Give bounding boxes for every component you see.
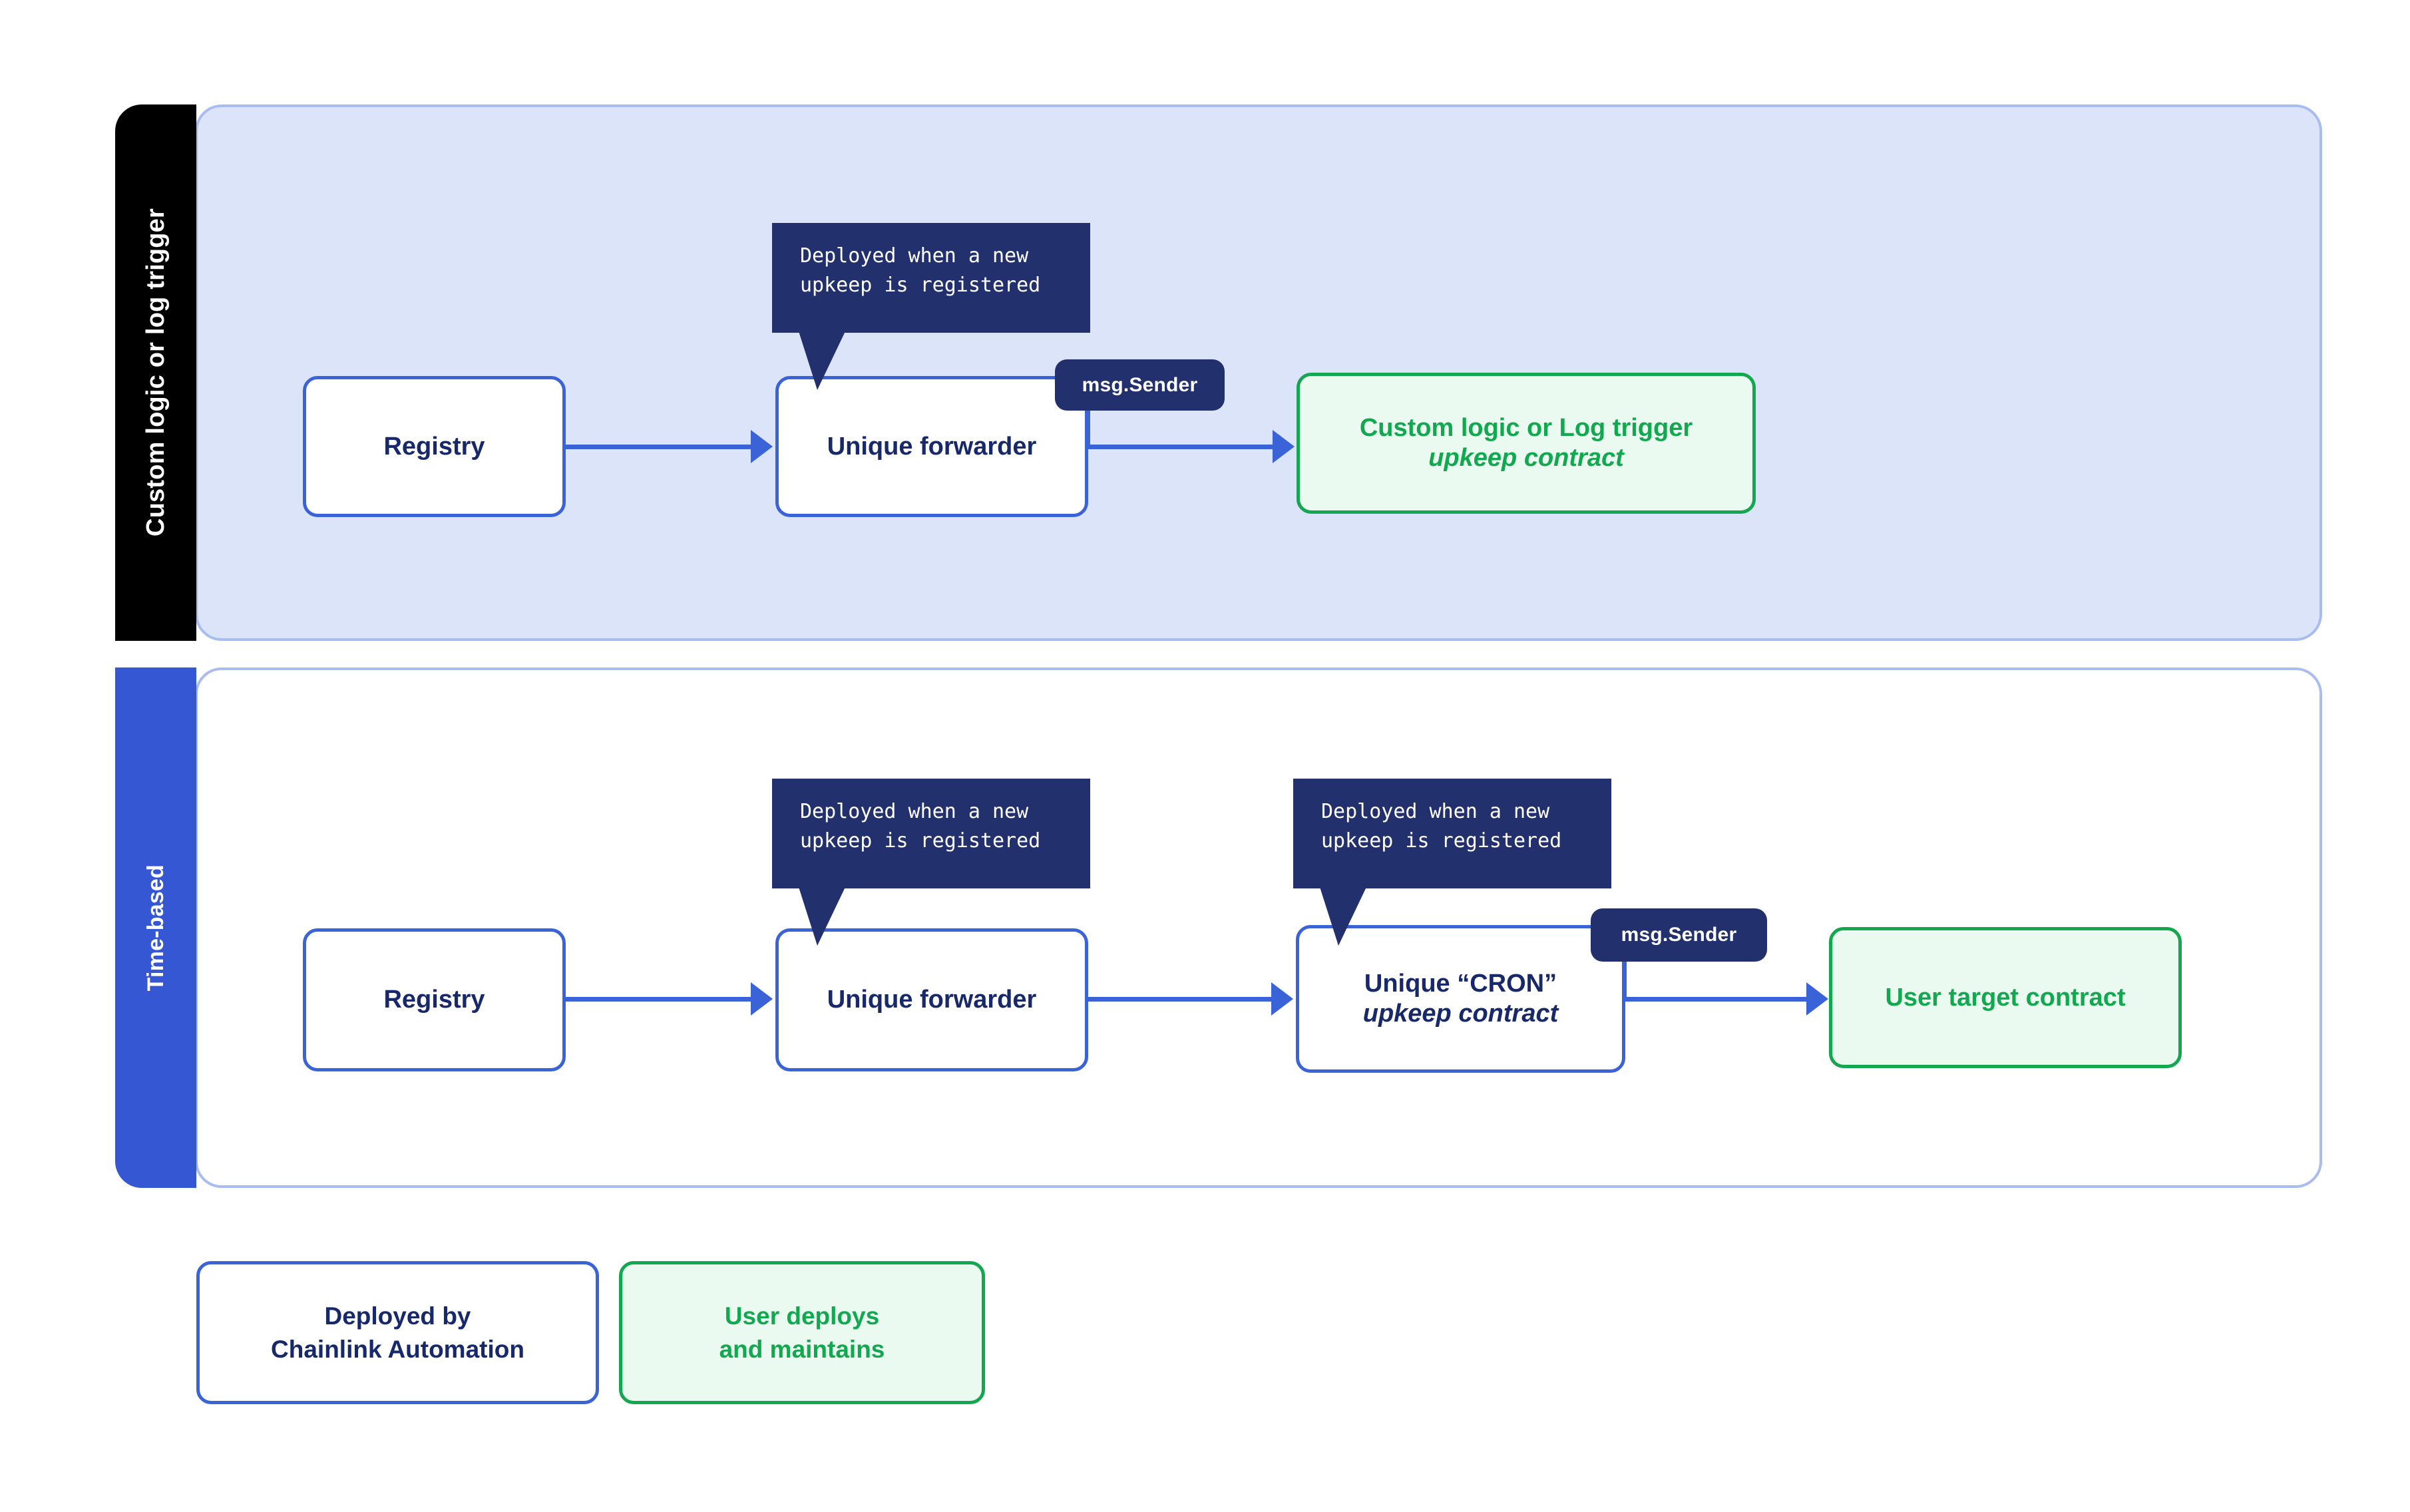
callout-row2-forwarder-line1: Deployed when a new [800, 800, 1029, 823]
connector-registry-to-forwarder-row2 [566, 997, 755, 1002]
node-registry-row2[interactable]: Registry [303, 928, 566, 1071]
row-tab-custom-logic: Custom logic or log trigger [115, 104, 196, 641]
legend-deployed-by-chainlink: Deployed by Chainlink Automation [196, 1261, 599, 1404]
callout-row1-line1: Deployed when a new [800, 244, 1029, 268]
connector-cron-to-target-row2 [1622, 997, 1812, 1002]
node-unique-cron-upkeep-row2-line2: upkeep contract [1362, 1000, 1559, 1028]
panel-custom-logic [195, 104, 2322, 641]
row-tab-time-based: Time-based [115, 667, 196, 1188]
node-unique-forwarder-row2-label: Unique forwarder [827, 986, 1037, 1014]
node-user-target-contract-row2-label: User target contract [1885, 983, 2126, 1012]
row-tab-custom-logic-label: Custom logic or log trigger [141, 208, 170, 537]
legend-user-deploys-line2: and maintains [719, 1335, 885, 1363]
callout-row2-cron-line1: Deployed when a new [1321, 800, 1550, 823]
node-unique-forwarder-row1-label: Unique forwarder [827, 432, 1037, 461]
node-unique-cron-upkeep-row2-line1: Unique “CRON” [1364, 970, 1557, 998]
badge-msg-sender-row2-label: msg.Sender [1621, 924, 1737, 946]
node-unique-cron-upkeep-row2[interactable]: Unique “CRON” upkeep contract [1296, 925, 1625, 1073]
connector-forwarder-to-cron-row2 [1086, 997, 1275, 1002]
node-user-target-contract-row2[interactable]: User target contract [1829, 927, 2182, 1068]
node-unique-forwarder-row2[interactable]: Unique forwarder [775, 928, 1088, 1071]
arrowhead-cron-row2 [1271, 982, 1293, 1016]
callout-row2-cron-tail-icon [1320, 887, 1366, 946]
callout-deployed-when-registered-row1: Deployed when a new upkeep is registered [772, 223, 1090, 333]
node-upkeep-contract-row1-line2: upkeep contract [1428, 444, 1624, 472]
node-unique-forwarder-row1[interactable]: Unique forwarder [775, 376, 1088, 517]
legend-deployed-by-chainlink-line2: Chainlink Automation [271, 1335, 524, 1363]
connector-registry-to-forwarder-row1 [566, 445, 755, 449]
node-registry-row1[interactable]: Registry [303, 376, 566, 517]
node-upkeep-contract-row1[interactable]: Custom logic or Log trigger upkeep contr… [1297, 373, 1756, 514]
legend-user-deploys-line1: User deploys [724, 1302, 880, 1330]
arrowhead-forwarder-row2 [751, 982, 773, 1016]
callout-deployed-when-registered-row2-cron: Deployed when a new upkeep is registered [1293, 779, 1611, 888]
callout-row1-tail-icon [799, 331, 845, 390]
callout-row2-forwarder-tail-icon [799, 887, 845, 946]
badge-msg-sender-row2: msg.Sender [1591, 908, 1767, 962]
callout-row2-forwarder-line2: upkeep is registered [800, 829, 1041, 852]
badge-msg-sender-row1-label: msg.Sender [1082, 373, 1198, 396]
arrowhead-upkeep-row1 [1273, 430, 1295, 463]
callout-deployed-when-registered-row2-forwarder: Deployed when a new upkeep is registered [772, 779, 1090, 888]
callout-row2-cron-line2: upkeep is registered [1321, 829, 1562, 852]
callout-row1-line2: upkeep is registered [800, 273, 1041, 297]
badge-msg-sender-row1: msg.Sender [1055, 359, 1225, 411]
arrowhead-forwarder-row1 [751, 430, 773, 463]
arrowhead-target-row2 [1806, 982, 1828, 1016]
node-upkeep-contract-row1-line1: Custom logic or Log trigger [1359, 414, 1693, 443]
connector-forwarder-to-upkeep-row1 [1086, 445, 1279, 449]
row-tab-time-based-label: Time-based [142, 864, 168, 992]
node-registry-row1-label: Registry [383, 432, 485, 461]
legend-user-deploys: User deploys and maintains [619, 1261, 985, 1404]
legend-deployed-by-chainlink-line1: Deployed by [324, 1302, 471, 1330]
node-registry-row2-label: Registry [383, 986, 485, 1014]
